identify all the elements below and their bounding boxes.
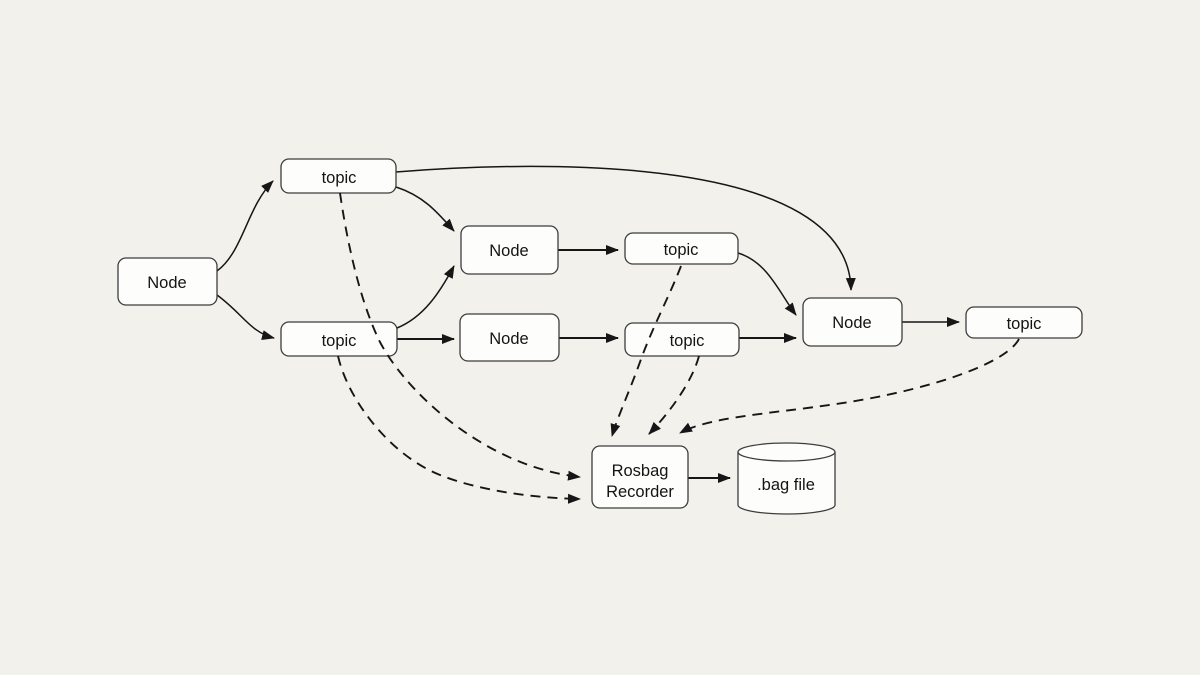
node-right: Node xyxy=(802,297,903,347)
edge-right-topic-to-rosbag-dashed xyxy=(679,338,1020,434)
topic-bottom-left-label: topic xyxy=(322,332,357,350)
edge-top-topic-to-mid-top-node xyxy=(395,186,455,232)
node-right-label: Node xyxy=(832,314,871,332)
edge-bottom-left-topic-to-mid-top-node xyxy=(396,265,455,329)
edge-mid-bottom-topic-to-rosbag-dashed xyxy=(648,355,700,435)
rosbag-recorder-label-line2: Recorder xyxy=(606,483,674,501)
topic-mid-bottom-box xyxy=(624,322,740,357)
node-right-box xyxy=(802,297,903,347)
topic-top-box xyxy=(280,158,397,194)
node-left: Node xyxy=(117,257,218,306)
bag-file-cylinder: .bag file xyxy=(737,442,836,515)
edge-top-topic-to-right-node xyxy=(395,165,856,291)
node-mid-bottom-box xyxy=(459,313,560,362)
edge-left-node-to-bottom-left-topic xyxy=(216,294,275,340)
rosbag-recorder: Rosbag Recorder xyxy=(591,445,689,509)
bag-file-label: .bag file xyxy=(757,476,815,494)
topic-top: topic xyxy=(280,158,397,194)
edge-mid-top-topic-to-right-node xyxy=(737,252,797,316)
topic-mid-top-box xyxy=(624,232,739,265)
node-mid-top: Node xyxy=(460,225,559,275)
node-mid-bottom: Node xyxy=(459,313,560,362)
topic-right-box xyxy=(965,306,1083,339)
edge-bottom-left-topic-to-rosbag-dashed xyxy=(337,355,581,504)
topic-bottom-left-box xyxy=(280,321,398,357)
node-left-label: Node xyxy=(147,274,186,292)
topic-mid-top-label: topic xyxy=(664,241,699,259)
topic-right-label: topic xyxy=(1007,315,1042,333)
topic-bottom-left: topic xyxy=(280,321,398,357)
edge-mid-top-topic-to-rosbag-dashed xyxy=(610,265,682,437)
edge-left-node-to-top-topic xyxy=(216,180,274,272)
rosbag-recorder-box xyxy=(591,445,689,509)
topic-mid-bottom: topic xyxy=(624,322,740,357)
rosbag-recorder-label-line1: Rosbag xyxy=(612,462,669,480)
node-mid-bottom-label: Node xyxy=(489,330,528,348)
topic-top-label: topic xyxy=(322,169,357,187)
node-left-box xyxy=(117,257,218,306)
node-mid-top-box xyxy=(460,225,559,275)
topic-mid-bottom-label: topic xyxy=(670,332,705,350)
bag-file-cylinder-top xyxy=(737,442,836,462)
topic-mid-top: topic xyxy=(624,232,739,265)
edge-top-topic-to-rosbag-dashed xyxy=(339,192,581,481)
bag-file-cylinder-body xyxy=(737,452,836,515)
node-mid-top-label: Node xyxy=(489,242,528,260)
topic-right: topic xyxy=(965,306,1083,339)
